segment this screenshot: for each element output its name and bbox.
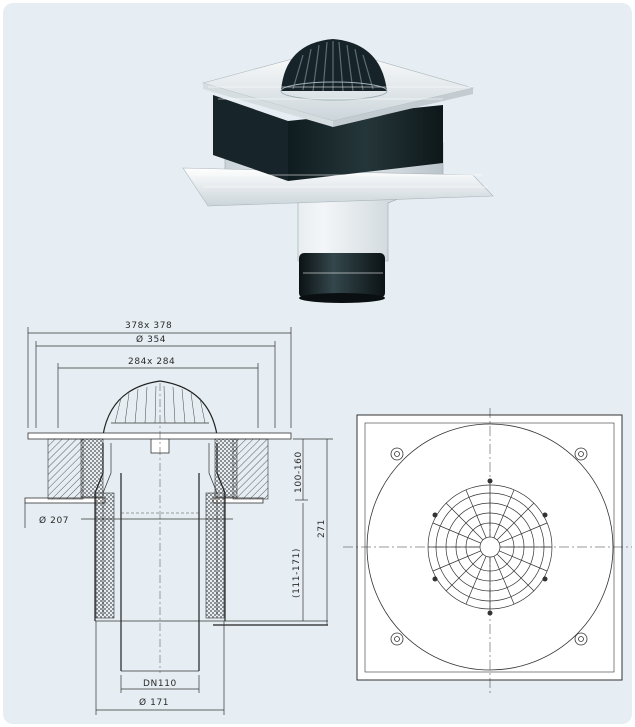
dim-pipe-dn: DN110 (143, 679, 177, 689)
dim-diameter-207: Ø 207 (39, 515, 69, 526)
dim-height-range: 100-160 (294, 451, 304, 493)
bolt-holes (390, 447, 588, 646)
dim-lower-range: (111-171) (292, 548, 302, 598)
outlet-pipe (299, 253, 385, 298)
dim-diameter-171: Ø 171 (139, 697, 169, 708)
dim-diameter-354: Ø 354 (136, 334, 166, 345)
dim-outer-square: 378x 378 (125, 321, 172, 331)
section-dome (102, 380, 218, 436)
section-drawing: 378x 378 Ø 354 284x 284 (24, 321, 333, 715)
dim-inner-square: 284x 284 (128, 357, 175, 367)
diagram-panel: 378x 378 Ø 354 284x 284 (3, 3, 632, 724)
plan-grate (427, 484, 553, 610)
product-photo (182, 39, 494, 303)
dim-total-height: 271 (317, 519, 327, 538)
insulation-box (213, 95, 288, 181)
